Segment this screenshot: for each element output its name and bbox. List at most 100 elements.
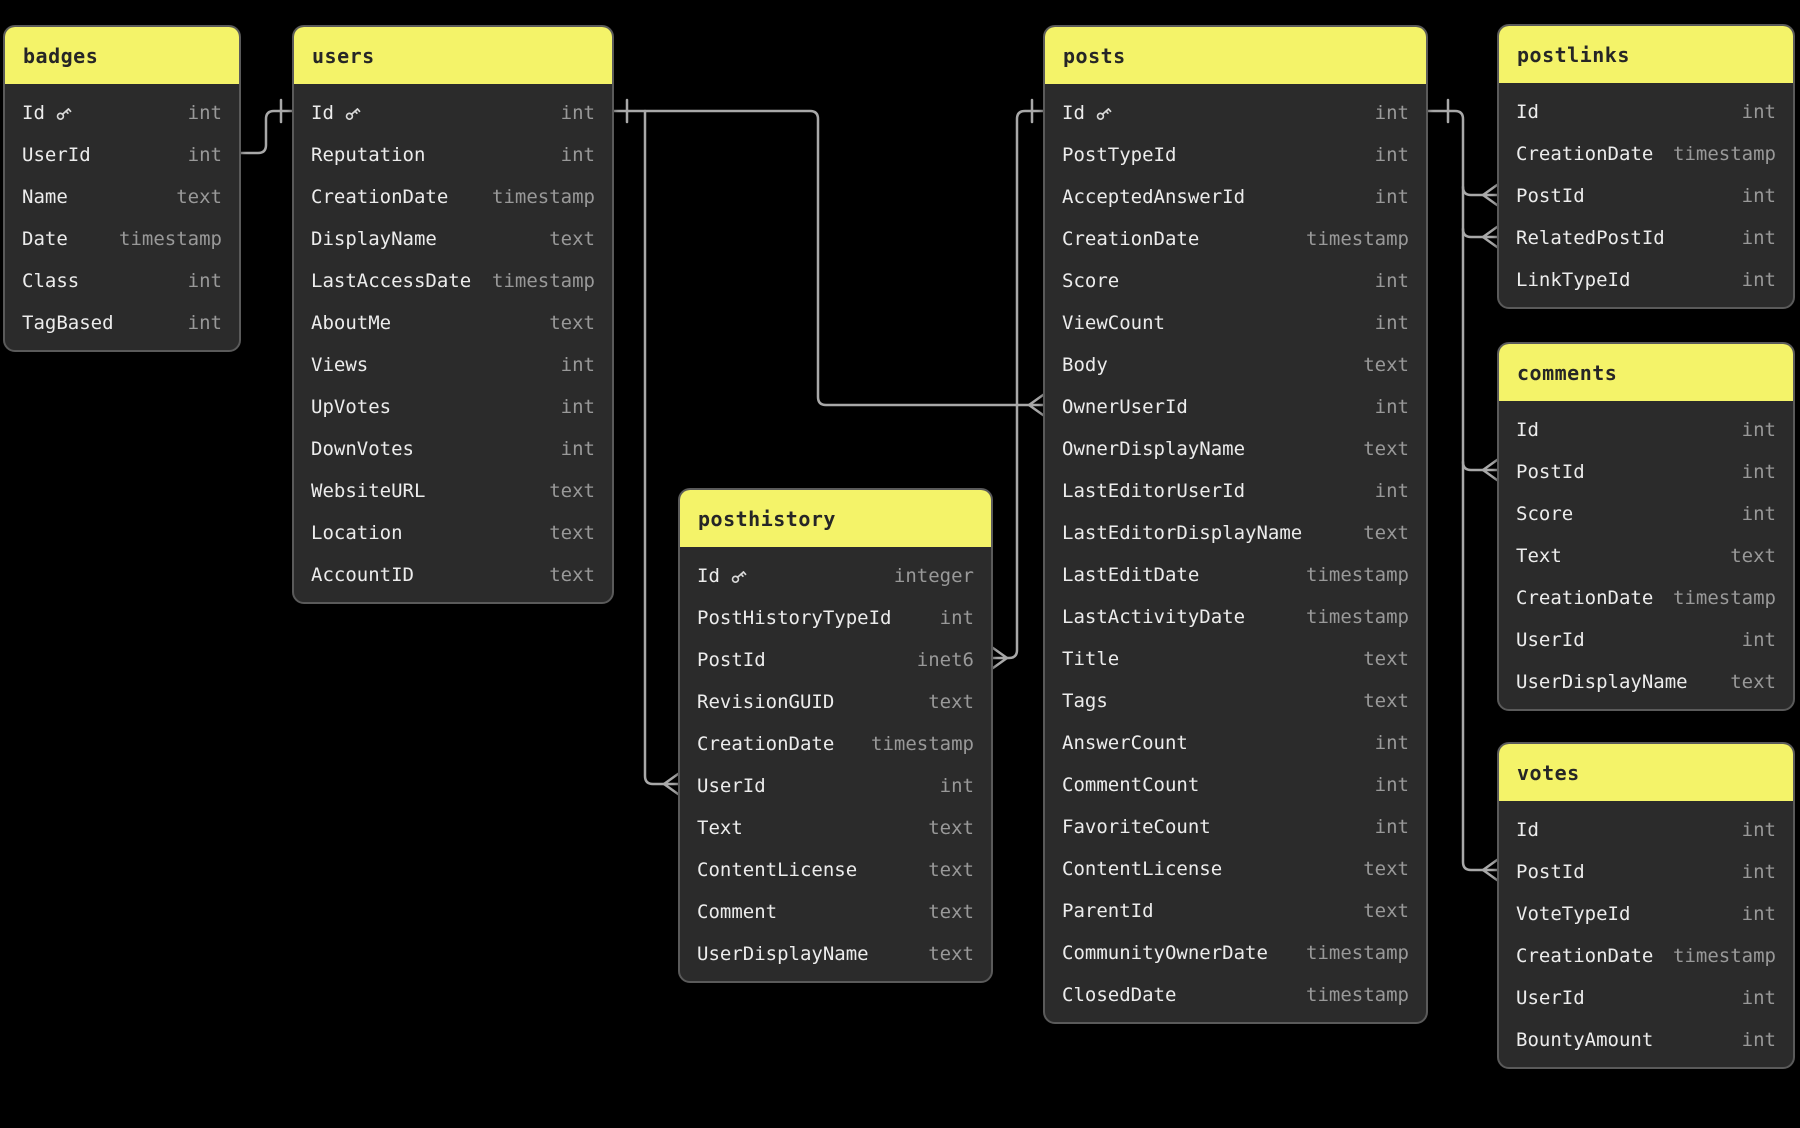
column-type: int	[1741, 503, 1776, 525]
column-name-text: LastEditDate	[1062, 564, 1200, 586]
column-name-text: UpVotes	[311, 396, 392, 418]
column-type: timestamp	[119, 228, 222, 250]
column-name-text: ViewCount	[1062, 312, 1165, 334]
column-name: CreationDate	[1516, 587, 1653, 609]
column-type: int	[560, 102, 595, 124]
column-name: Id	[1516, 419, 1539, 441]
column-name: Score	[1062, 270, 1119, 292]
column-type: int	[939, 775, 974, 797]
table-header-badges[interactable]: badges	[5, 27, 239, 84]
column-name: LastEditorDisplayName	[1062, 522, 1302, 544]
column-name: AccountID	[311, 564, 414, 586]
table-title: comments	[1517, 360, 1618, 385]
column-name: CreationDate	[1062, 228, 1199, 250]
column-type: int	[1374, 480, 1409, 502]
table-title: votes	[1517, 760, 1580, 785]
column-type: integer	[893, 565, 974, 587]
column-type: int	[1741, 269, 1776, 291]
column-type: int	[1374, 144, 1409, 166]
table-header-users[interactable]: users	[294, 27, 612, 84]
column-type: int	[1374, 186, 1409, 208]
column-type: text	[928, 943, 974, 965]
column-type: text	[549, 312, 595, 334]
column-type: text	[1363, 900, 1409, 922]
column-type: text	[549, 564, 595, 586]
column-name-text: Id	[311, 102, 334, 124]
crow-foot	[1481, 225, 1499, 249]
table-header-posthistory[interactable]: posthistory	[680, 490, 991, 547]
column-type: text	[1730, 545, 1776, 567]
table-header-postlinks[interactable]: postlinks	[1499, 26, 1793, 83]
column-name-text: AcceptedAnswerId	[1062, 186, 1246, 208]
table-header-posts[interactable]: posts	[1045, 27, 1426, 84]
column-name-text: ContentLicense	[697, 859, 858, 881]
table-header-comments[interactable]: comments	[1499, 344, 1793, 401]
column-name-text: Name	[22, 186, 68, 208]
column-type: timestamp	[1306, 984, 1409, 1006]
column-type: int	[939, 607, 974, 629]
column-type: text	[928, 691, 974, 713]
column-name-text: OwnerUserId	[1062, 396, 1188, 418]
column-name-text: RevisionGUID	[697, 691, 835, 713]
column-name: Class	[22, 270, 79, 292]
column-name: AboutMe	[311, 312, 391, 334]
column-name-text: LastActivityDate	[1062, 606, 1246, 628]
column-name: CommunityOwnerDate	[1062, 942, 1268, 964]
column-type: text	[1363, 690, 1409, 712]
relationship-posts-comments	[1461, 458, 1499, 482]
column-name-text: Score	[1516, 503, 1574, 525]
column-type: timestamp	[1306, 606, 1409, 628]
column-name: CreationDate	[1516, 143, 1653, 165]
column-name: WebsiteURL	[311, 480, 425, 502]
column-name-text: UserId	[1516, 629, 1585, 651]
column-name: Body	[1062, 354, 1108, 376]
crow-foot	[1481, 458, 1499, 482]
column-type: int	[1374, 732, 1409, 754]
column-type: timestamp	[1673, 945, 1776, 967]
primary-key-icon	[345, 107, 361, 120]
table-header-votes[interactable]: votes	[1499, 744, 1793, 801]
column-name: CreationDate	[311, 186, 448, 208]
column-row: AboutMe text	[294, 302, 612, 344]
column-type: int	[1374, 774, 1409, 796]
relationship-posts-right-trunk	[1426, 98, 1485, 872]
column-name-text: Tags	[1062, 690, 1108, 712]
crow-foot	[1027, 393, 1045, 417]
column-name-text: Score	[1062, 270, 1120, 292]
crow-foot	[662, 772, 680, 796]
column-name: RevisionGUID	[697, 691, 834, 713]
column-name-text: UserId	[697, 775, 766, 797]
column-name: PostTypeId	[1062, 144, 1176, 166]
column-name-text: ContentLicense	[1062, 858, 1223, 880]
column-type: int	[1374, 396, 1409, 418]
column-name-text: Location	[311, 522, 403, 544]
column-row: LastActivityDate timestamp	[1045, 596, 1426, 638]
column-name: LastAccessDate	[311, 270, 471, 292]
column-type: timestamp	[1306, 564, 1409, 586]
relationship-users-badges	[239, 98, 294, 155]
column-name: PostId	[697, 649, 766, 671]
